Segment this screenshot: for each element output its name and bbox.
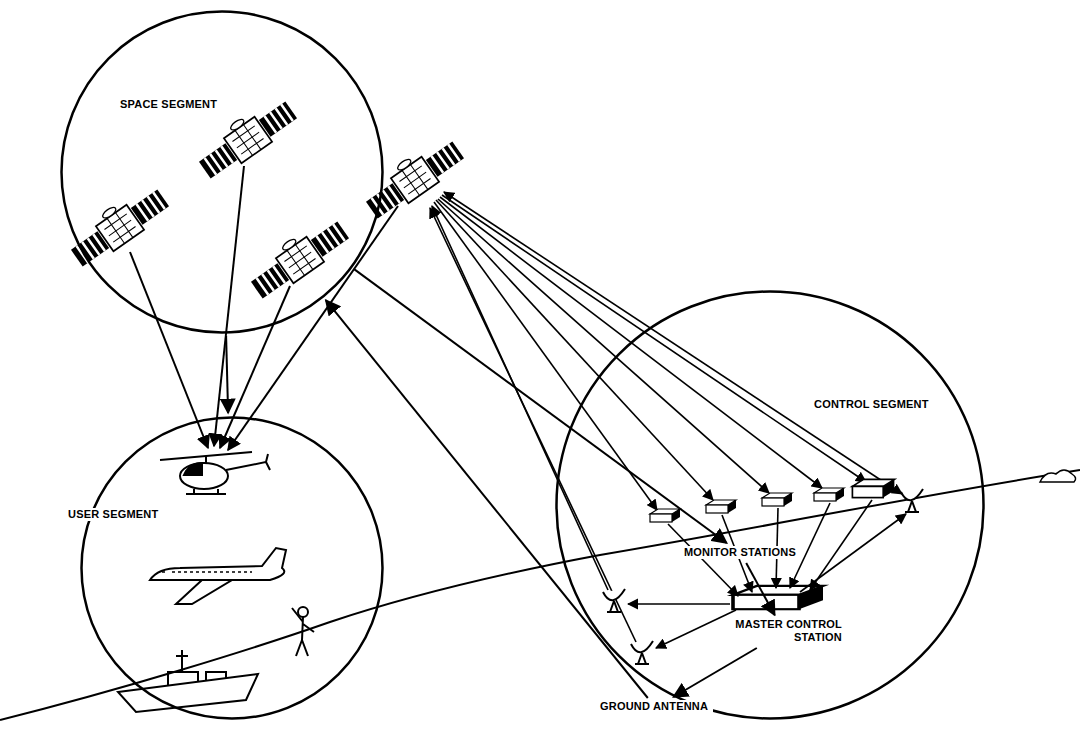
- station-name: MASTER CONTROL STATION: [722, 618, 844, 644]
- signal-arrow: [673, 648, 756, 697]
- monitor-station: [706, 500, 736, 513]
- segment-heading: SPACE SEGMENT: [118, 98, 219, 111]
- satellite: [64, 180, 172, 271]
- ground-antenna-dish: [631, 641, 653, 664]
- segment-circle: CONTROL SEGMENT MONITOR STATIONS MASTER CO…: [555, 290, 985, 720]
- signal-arrow: [354, 269, 727, 543]
- satellite: [359, 132, 467, 223]
- master-control-box: [733, 586, 823, 609]
- station-label: GROUND ANTENNA: [598, 700, 713, 715]
- control-links: [628, 500, 906, 648]
- segment-heading: CONTROL SEGMENT: [812, 398, 931, 411]
- segment-heading: USER SEGMENT: [66, 508, 160, 521]
- circle-outline: [60, 10, 384, 334]
- ground-antenna-dish: [901, 489, 923, 512]
- horizon-line: [0, 470, 1080, 720]
- airplane: [150, 548, 286, 604]
- satellite: [244, 212, 352, 303]
- cloud: [1040, 470, 1076, 482]
- ground-antenna-dish: [603, 589, 625, 612]
- monitor-station: [814, 488, 844, 501]
- station-name: GROUND ANTENNA: [598, 700, 713, 713]
- station-label: MASTER CONTROL STATION: [722, 618, 846, 646]
- segment-circle: USER SEGMENT: [80, 416, 384, 720]
- signal-arrow: [746, 563, 775, 615]
- monitor-station: [852, 479, 894, 497]
- signal-arrow: [226, 336, 228, 413]
- person: [292, 607, 314, 656]
- circle-outline: [555, 290, 985, 720]
- monitor-station: [650, 509, 680, 522]
- station-label: MONITOR STATIONS: [682, 546, 800, 561]
- circle-outline: [80, 416, 384, 720]
- helicopter: [160, 452, 270, 494]
- signal-arrow: [326, 300, 648, 698]
- uplink-downlink-lines: [430, 192, 902, 642]
- monitor-station: [762, 493, 792, 506]
- station-name: MONITOR STATIONS: [682, 546, 800, 559]
- segment-circle: SPACE SEGMENT: [60, 10, 384, 334]
- ship: [118, 650, 258, 712]
- signal-lines: [130, 166, 398, 450]
